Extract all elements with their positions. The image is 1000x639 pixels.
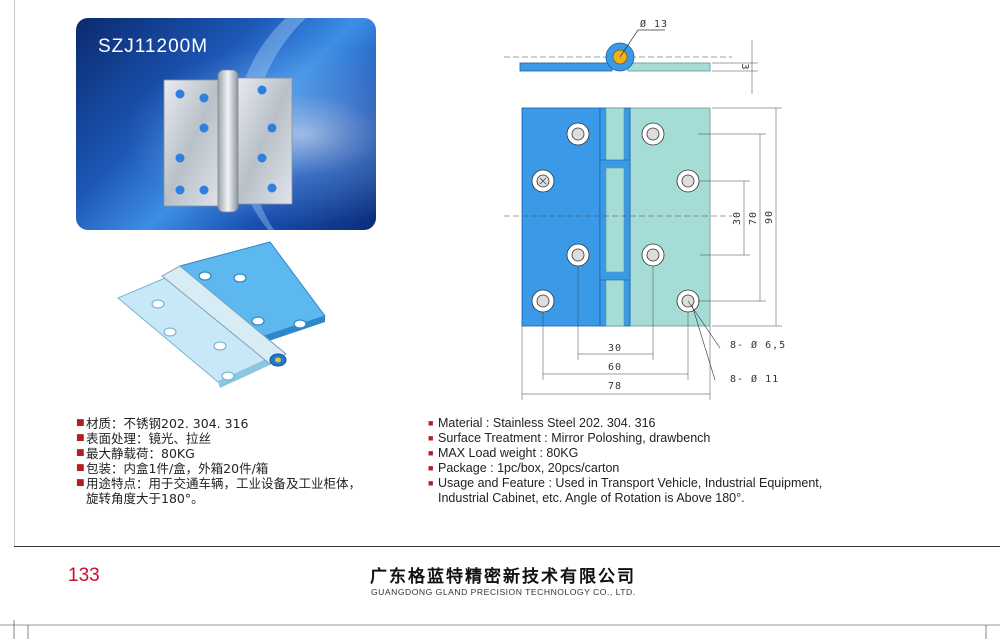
spec-text: 表面处理：镜光、拉丝 [86,431,212,446]
company-name-english: GUANGDONG GLAND PRECISION TECHNOLOGY CO.… [371,587,636,597]
page-number: 133 [68,565,100,586]
specs-english: ■ Material : Stainless Steel 202. 304. 31… [428,416,822,506]
dim-78-label: 78 [608,381,622,392]
dim-60-label: 60 [608,362,622,373]
spec-item: ■ Package : 1pc/box, 20pcs/carton [428,461,822,476]
spec-item: ■ Material : Stainless Steel 202. 304. 31… [428,416,822,431]
bullet-icon: ■ [428,478,434,488]
spec-text: MAX Load weight : 80KG [438,446,579,460]
dim-30v-label: 30 [732,211,743,225]
callout-small-holes: 8- Ø 6,5 [730,339,786,351]
spec-item: Industrial Cabinet, etc. Angle of Rotati… [428,491,822,506]
spec-item: ■ Surface Treatment : Mirror Poloshing, d… [428,431,822,446]
spec-item: ■用途特点：用于交通车辆，工业设备及工业柜体， [76,476,361,491]
spec-text: 最大静载荷：80KG [86,446,195,461]
bullet-icon: ■ [428,433,434,443]
footer-divider [14,546,1000,547]
front-leaf-left [521,107,601,327]
spec-item: 旋转角度大于180°。 [76,491,361,506]
dim-90-label: 90 [764,210,775,224]
company-name-chinese: 广东格蓝特精密新技术有限公司 [370,567,636,587]
spec-text: 用途特点：用于交通车辆，工业设备及工业柜体， [86,476,362,491]
pin-diameter-label: Ø 13 [640,18,668,30]
technical-drawing: Ø 13 3 90 70 30 30 60 78 [504,18,786,400]
spec-item: ■包装：内盒1件/盒，外箱20件/箱 [76,461,361,476]
bullet-icon: ■ [76,478,85,488]
top-view-leaf-right [627,62,711,72]
spec-item: ■表面处理：镜光、拉丝 [76,431,361,446]
spec-text: Material : Stainless Steel 202. 304. 316 [438,416,656,430]
bullet-icon: ■ [428,463,434,473]
front-leaf-right [629,107,711,327]
bullet-icon: ■ [428,448,434,458]
spec-item: ■ Usage and Feature : Used in Transport V… [428,476,822,491]
spec-text: Usage and Feature : Used in Transport Ve… [438,476,823,490]
model-number: SZJ11200M [98,36,209,57]
bullet-icon: ■ [428,418,434,428]
crop-marks [0,620,1000,639]
spec-text: 旋转角度大于180°。 [86,491,204,506]
spec-text: Industrial Cabinet, etc. Angle of Rotati… [438,491,745,505]
hinge-photo-illustration [163,69,293,213]
spec-item: ■最大静载荷：80KG [76,446,361,461]
dim-30h-label: 30 [608,343,622,354]
spec-text: 包装：内盒1件/盒，外箱20件/箱 [86,461,269,476]
top-view-leaf-left [519,62,613,72]
spec-text: 材质：不锈钢202. 304. 316 [86,416,249,431]
specs-chinese: ■材质：不锈钢202. 304. 316■表面处理：镜光、拉丝■最大静载荷：80… [76,416,361,506]
spec-item: ■材质：不锈钢202. 304. 316 [76,416,361,431]
bullet-icon: ■ [76,418,85,428]
spec-item: ■ MAX Load weight : 80KG [428,446,822,461]
dim-70-label: 70 [748,211,759,225]
bullet-icon: ■ [76,448,85,458]
spec-text: Package : 1pc/box, 20pcs/carton [438,461,620,475]
callout-large-holes: 8- Ø 11 [730,373,779,385]
product-photo: SZJ11200M [76,18,376,230]
thickness-label: 3 [739,63,750,70]
bullet-icon: ■ [76,433,85,443]
page-margin-line [14,0,15,546]
bullet-icon: ■ [76,463,85,473]
hinge-3d-render [117,241,326,388]
spec-text: Surface Treatment : Mirror Poloshing, dr… [438,431,711,445]
